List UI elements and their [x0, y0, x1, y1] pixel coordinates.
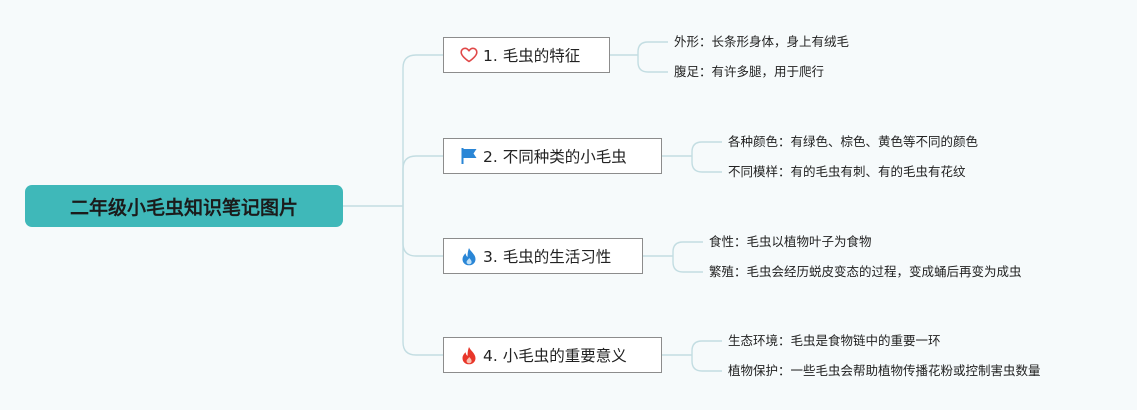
branch-label: 4. 小毛虫的重要意义 [483, 347, 627, 365]
connector-branch-4-leaf-2 [691, 355, 722, 372]
branch-node-habits[interactable]: 3. 毛虫的生活习性 [443, 238, 643, 274]
connector-branch-1-leaf-2 [637, 55, 668, 73]
water-drop-flame-icon [460, 247, 478, 265]
branch-node-significance[interactable]: 4. 小毛虫的重要意义 [443, 337, 662, 373]
leaf-reproduction[interactable]: 繁殖：毛虫会经历蜕皮变态的过程，变成蛹后再变为成虫 [709, 264, 1022, 279]
connector-branch-2-leaf-2 [691, 156, 722, 173]
leaf-prolegs[interactable]: 腹足：有许多腿，用于爬行 [674, 64, 825, 79]
branch-label: 2. 不同种类的小毛虫 [483, 148, 627, 166]
connector-branch-1-leaf-1 [637, 41, 668, 55]
leaf-ecology[interactable]: 生态环境：毛虫是食物链中的重要一环 [728, 333, 941, 348]
flag-icon [460, 147, 478, 165]
connector-branch-2-leaf-1 [691, 141, 722, 156]
connector-root-branch-2 [402, 155, 443, 206]
fire-icon [460, 346, 478, 364]
leaf-appearance[interactable]: 不同模样：有的毛虫有刺、有的毛虫有花纹 [728, 164, 966, 179]
root-label: 二年级小毛虫知识笔记图片 [69, 196, 298, 219]
branch-node-characteristics[interactable]: 1. 毛虫的特征 [443, 37, 610, 73]
connector-branch-3-leaf-2 [672, 256, 703, 273]
leaf-plant-protection[interactable]: 植物保护：一些毛虫会帮助植物传播花粉或控制害虫数量 [728, 363, 1041, 378]
leaf-diet[interactable]: 食性：毛虫以植物叶子为食物 [709, 234, 872, 249]
connector-root-branch-1 [402, 54, 443, 206]
leaf-shape[interactable]: 外形：长条形身体，身上有绒毛 [674, 34, 850, 49]
branch-label: 3. 毛虫的生活习性 [483, 248, 612, 266]
connector-branch-3-leaf-1 [672, 241, 703, 256]
connector-root-branch-4 [402, 206, 443, 356]
branch-node-kinds[interactable]: 2. 不同种类的小毛虫 [443, 138, 662, 174]
leaf-colors[interactable]: 各种颜色：有绿色、棕色、黄色等不同的颜色 [728, 134, 979, 149]
root-node[interactable]: 二年级小毛虫知识笔记图片 [25, 185, 343, 227]
connector-root-branch-3 [402, 206, 443, 257]
connector-branch-4-leaf-1 [691, 340, 722, 355]
branch-label: 1. 毛虫的特征 [483, 47, 581, 65]
heart-icon [460, 46, 478, 64]
